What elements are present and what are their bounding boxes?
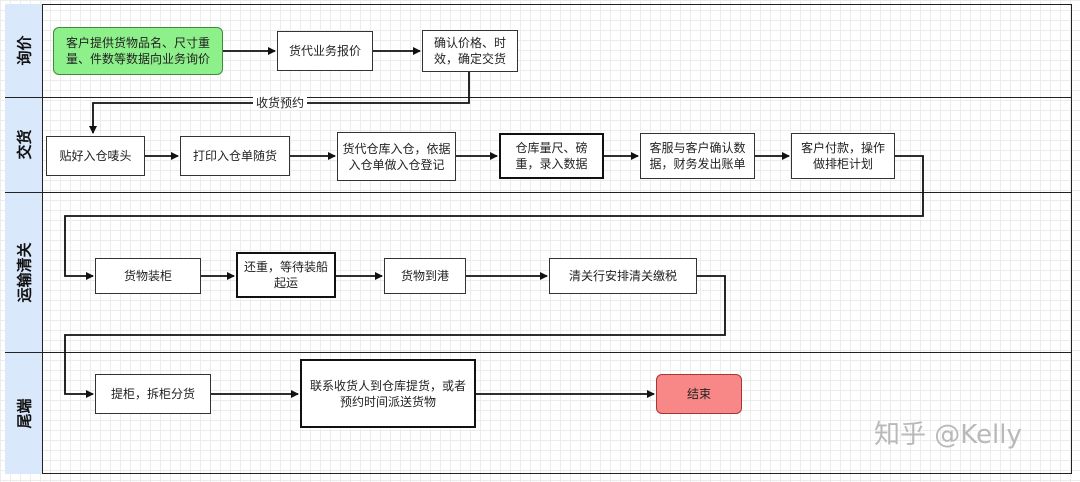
node-label: 货代业务报价	[288, 44, 361, 58]
edge-label-receive-appointment: 收货预约	[253, 96, 308, 110]
node-payment-plan: 客户付款，操作做排柜计划	[791, 133, 895, 179]
node-label: 结束	[686, 387, 711, 401]
node-label: 客服与客户确认数据，财务发出账单	[649, 141, 746, 171]
node-label: 客户提供货物品名、尺寸重量、件数等数据向业务询价	[65, 36, 210, 66]
node-print-receipt: 打印入仓单随货	[180, 136, 290, 176]
lane-header-column	[5, 4, 43, 474]
node-label: 联系收货人到仓库提货，或者预约时间派送货物	[309, 378, 466, 409]
node-label: 提柜，拆柜分货	[110, 387, 195, 401]
watermark: 知乎 @Kelly	[874, 420, 1022, 450]
node-warehouse-mark: 贴好入仓唛头	[46, 136, 145, 176]
edge-n13-n14	[64, 275, 726, 398]
node-pickup-unpack: 提柜，拆柜分货	[95, 374, 211, 414]
lane-divider	[5, 192, 1072, 193]
lane-divider	[5, 97, 1072, 98]
edge-n9-n10	[64, 155, 924, 280]
node-label: 打印入仓单随货	[192, 149, 277, 163]
node-label: 货物装柜	[123, 269, 172, 283]
node-label: 清关行安排清关缴税	[568, 269, 677, 283]
node-warehouse-register: 货代仓库入仓，依据入仓单做入仓登记	[337, 132, 456, 181]
node-customer-inquiry: 客户提供货物品名、尺寸重量、件数等数据向业务询价	[53, 27, 223, 75]
node-label: 货代仓库入仓，依据入仓单做入仓登记	[342, 141, 451, 172]
node-label: 客户付款，操作做排柜计划	[800, 141, 885, 171]
node-forwarder-quote: 货代业务报价	[277, 31, 373, 71]
node-confirm-billing: 客服与客户确认数据，财务发出账单	[640, 133, 755, 179]
node-end: 结束	[656, 374, 742, 414]
node-contact-delivery: 联系收货人到仓库提货，或者预约时间派送货物	[300, 359, 476, 428]
node-arrival-port: 货物到港	[384, 258, 466, 294]
node-confirm-price: 确认价格、时效，确定交货	[422, 30, 518, 72]
node-measure-weigh: 仓库量尺、磅重，录入数据	[499, 133, 604, 179]
node-customs-clearance: 清关行安排清关缴税	[549, 258, 697, 294]
node-label: 贴好入仓唛头	[59, 149, 132, 163]
node-container-loading: 货物装柜	[95, 258, 201, 294]
lane-divider	[5, 352, 1072, 353]
node-label: 还重，等待装船起运	[243, 260, 328, 290]
node-label: 仓库量尺、磅重，录入数据	[515, 141, 588, 171]
node-label: 确认价格、时效，确定交货	[433, 36, 506, 66]
node-wait-shipping: 还重，等待装船起运	[236, 252, 336, 298]
node-label: 货物到港	[400, 269, 449, 283]
